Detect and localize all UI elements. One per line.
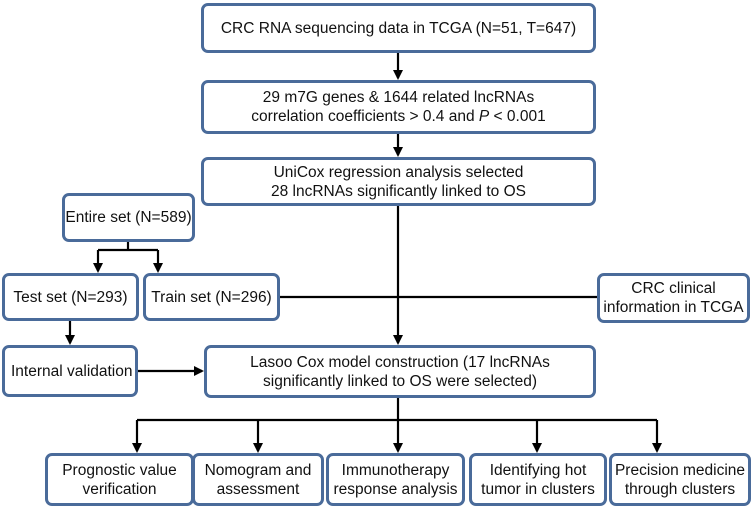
- node-label-line1: Identifying hot: [489, 461, 587, 479]
- node-precision-medicine: Precision medicine through clusters: [609, 453, 751, 506]
- node-label-line2: verification: [82, 480, 157, 498]
- node-label-line2: assessment: [216, 480, 300, 498]
- node-label: CRC RNA sequencing data in TCGA (N=51, T…: [220, 19, 577, 37]
- node-label-line1: Prognostic value: [62, 461, 177, 479]
- node-label: Train set (N=296): [151, 288, 272, 306]
- node-crc-clinical-info: CRC clinical information in TCGA: [597, 273, 750, 323]
- node-label-line1: 29 m7G genes & 1644 related lncRNAs: [262, 89, 535, 106]
- node-label-line2: significantly linked to OS were selected…: [263, 372, 537, 390]
- node-label-line1: UniCox regression analysis selected: [273, 163, 524, 181]
- node-lasso-cox-model: Lasoo Cox model construction (17 lncRNAs…: [204, 345, 596, 398]
- node-train-set: Train set (N=296): [143, 273, 280, 321]
- node-unicox-regression: UniCox regression analysis selected 28 l…: [201, 157, 596, 206]
- node-hot-tumor: Identifying hot tumor in clusters: [469, 453, 607, 506]
- node-label-line1: CRC clinical: [631, 280, 716, 297]
- node-label-line2: information in TCGA: [603, 299, 744, 316]
- node-label: Internal validation: [11, 362, 133, 380]
- node-label-line2: correlation coefficients > 0.4 and P < 0…: [251, 108, 546, 125]
- node-label: Test set (N=293): [13, 288, 128, 306]
- node-m7g-genes: 29 m7G genes & 1644 related lncRNAs corr…: [201, 80, 596, 134]
- node-label-line2: response analysis: [333, 480, 458, 498]
- node-crc-sequencing-data: CRC RNA sequencing data in TCGA (N=51, T…: [201, 3, 596, 53]
- node-immunotherapy: Immunotherapy response analysis: [326, 453, 465, 506]
- node-nomogram: Nomogram and assessment: [192, 453, 324, 506]
- node-prognostic-value: Prognostic value verification: [45, 453, 194, 506]
- node-label-line1: Immunotherapy: [341, 461, 450, 479]
- node-entire-set: Entire set (N=589): [62, 193, 195, 242]
- node-test-set: Test set (N=293): [2, 273, 139, 321]
- node-label-line1: Nomogram and: [204, 461, 312, 479]
- node-label: Entire set (N=589): [65, 209, 192, 226]
- node-label-line1: Precision medicine: [614, 461, 746, 479]
- node-label-line1: Lasoo Cox model construction (17 lncRNAs: [250, 353, 550, 371]
- node-label-line2: through clusters: [624, 480, 736, 498]
- node-label-line2: 28 lncRNAs significantly linked to OS: [270, 182, 526, 200]
- node-internal-validation: Internal validation: [2, 345, 138, 397]
- node-label-line2: tumor in clusters: [481, 480, 595, 498]
